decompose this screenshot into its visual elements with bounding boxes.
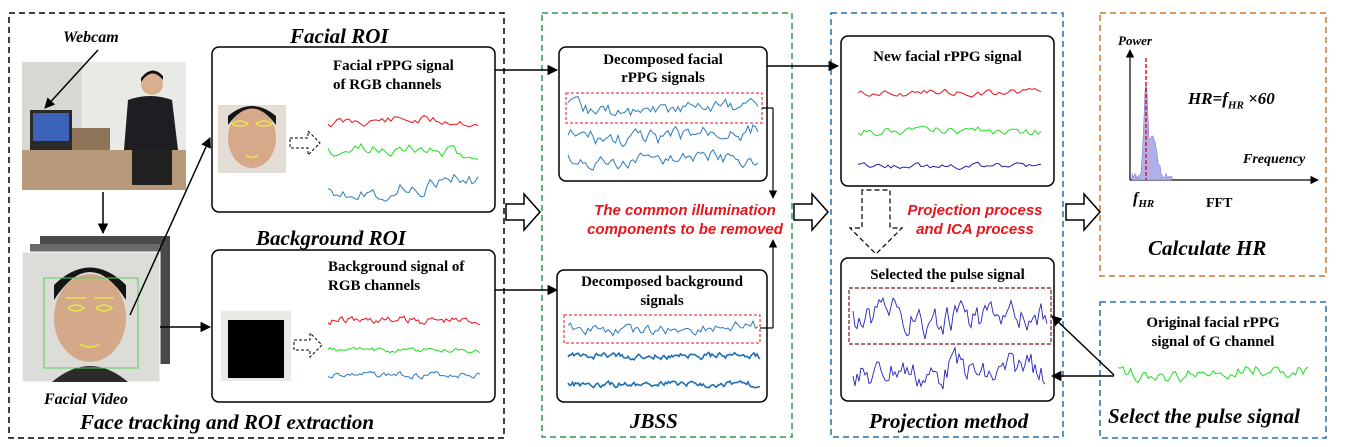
hr-panel [1099, 12, 1327, 277]
facial-roi-thumbnail [218, 105, 286, 173]
illumination-note-2: components to be removed [587, 221, 783, 238]
facial-blue-signal [327, 173, 479, 202]
facial-roi-label: Facial ROI [290, 24, 389, 48]
decomposed-background-signal-1 [567, 319, 759, 337]
projection-to-hr-hollow-arrow [1065, 192, 1102, 232]
original-green-signal [1117, 365, 1309, 384]
decomposed-facial-signal-3 [567, 148, 759, 171]
select-panel [1099, 301, 1327, 439]
decomposed-background-signal-3 [567, 379, 761, 389]
decomposed-background-text-1: Decomposed background [581, 274, 743, 290]
decomposed-facial-box [558, 46, 768, 182]
new-facial-signal-box [840, 35, 1055, 187]
facial-video-stack [21, 236, 170, 383]
decomposed-facial-signal-1 [567, 96, 759, 117]
background-signal-text-1: Background signal of [328, 259, 465, 275]
original-text-1: Original facial rPPG [1146, 315, 1280, 331]
new-green-signal [857, 125, 1042, 137]
new-blue-signal [857, 161, 1042, 171]
original-text-2: signal of G channel [1151, 334, 1275, 350]
jbss-title: JBSS [630, 409, 678, 433]
background-roi-label: Background ROI [256, 226, 406, 250]
background-roi-thumbnail [221, 311, 291, 381]
fft-label: FFT [1206, 196, 1233, 211]
hr-title: Calculate HR [1148, 236, 1267, 260]
jbss-to-projection-hollow-arrow [793, 192, 830, 232]
power-label: Power [1118, 33, 1152, 48]
video-to-facial-roi-arrow [129, 137, 211, 316]
facial-roi-hollow-arrow [289, 129, 321, 157]
decomposed-background-box [556, 269, 768, 403]
background-green-signal [327, 346, 481, 354]
decomposed-facial-text-2: rPPG signals [621, 70, 705, 86]
webcam-photo [22, 62, 186, 190]
projection-panel [830, 12, 1064, 438]
selected-pulse-highlight [848, 287, 1052, 345]
decomposed-facial-signal-2 [567, 124, 759, 148]
background-illumination-highlight [563, 314, 761, 344]
face-tracking-title: Face tracking and ROI extraction [80, 410, 375, 434]
facial-red-signal [327, 114, 479, 128]
projection-hollow-down-arrow [848, 189, 904, 255]
new-signal-text: New facial rPPG signal [873, 49, 1022, 65]
process-note-2: and ICA process [916, 221, 1034, 238]
selected-text: Selected the pulse signal [870, 267, 1025, 283]
original-to-selected-arrow [1051, 315, 1115, 376]
illumination-note-1: The common illumination [594, 202, 776, 219]
new-red-signal [857, 87, 1042, 98]
facial-green-signal [327, 142, 479, 160]
webcam-pointer-arrow [44, 49, 99, 109]
webcam-label: Webcam [63, 29, 119, 46]
facial-video-label: Facial Video [44, 391, 128, 408]
decomposed-background-text-2: signals [640, 293, 684, 309]
projection-title: Projection method [869, 409, 1029, 433]
facial-signal-text-1: Facial rPPG signal [333, 58, 454, 74]
process-note-1: Projection process [907, 202, 1043, 219]
background-blue-signal [327, 370, 481, 380]
fft-spectrum [1131, 82, 1173, 181]
selected-pulse-signal-2 [852, 345, 1046, 390]
decomposed-facial-text-1: Decomposed facial [603, 52, 723, 68]
select-title: Select the pulse signal [1108, 404, 1300, 428]
background-signal-text-2: RGB channels [328, 278, 421, 294]
jbss-panel [541, 12, 793, 438]
background-roi-hollow-arrow [293, 331, 323, 359]
selected-pulse-box [840, 257, 1055, 402]
selected-pulse-signal-1 [852, 296, 1048, 340]
panel1-to-jbss-hollow-arrow [505, 192, 542, 232]
hr-formula: HR=fHR ×60 [1188, 89, 1275, 112]
background-red-signal [327, 315, 481, 326]
facial-signal-text-2: of RGB channels [333, 77, 442, 93]
frequency-label: Frequency [1243, 152, 1306, 167]
fhr-label: fHR [1133, 190, 1155, 211]
decomposed-background-signal-2 [567, 351, 761, 361]
